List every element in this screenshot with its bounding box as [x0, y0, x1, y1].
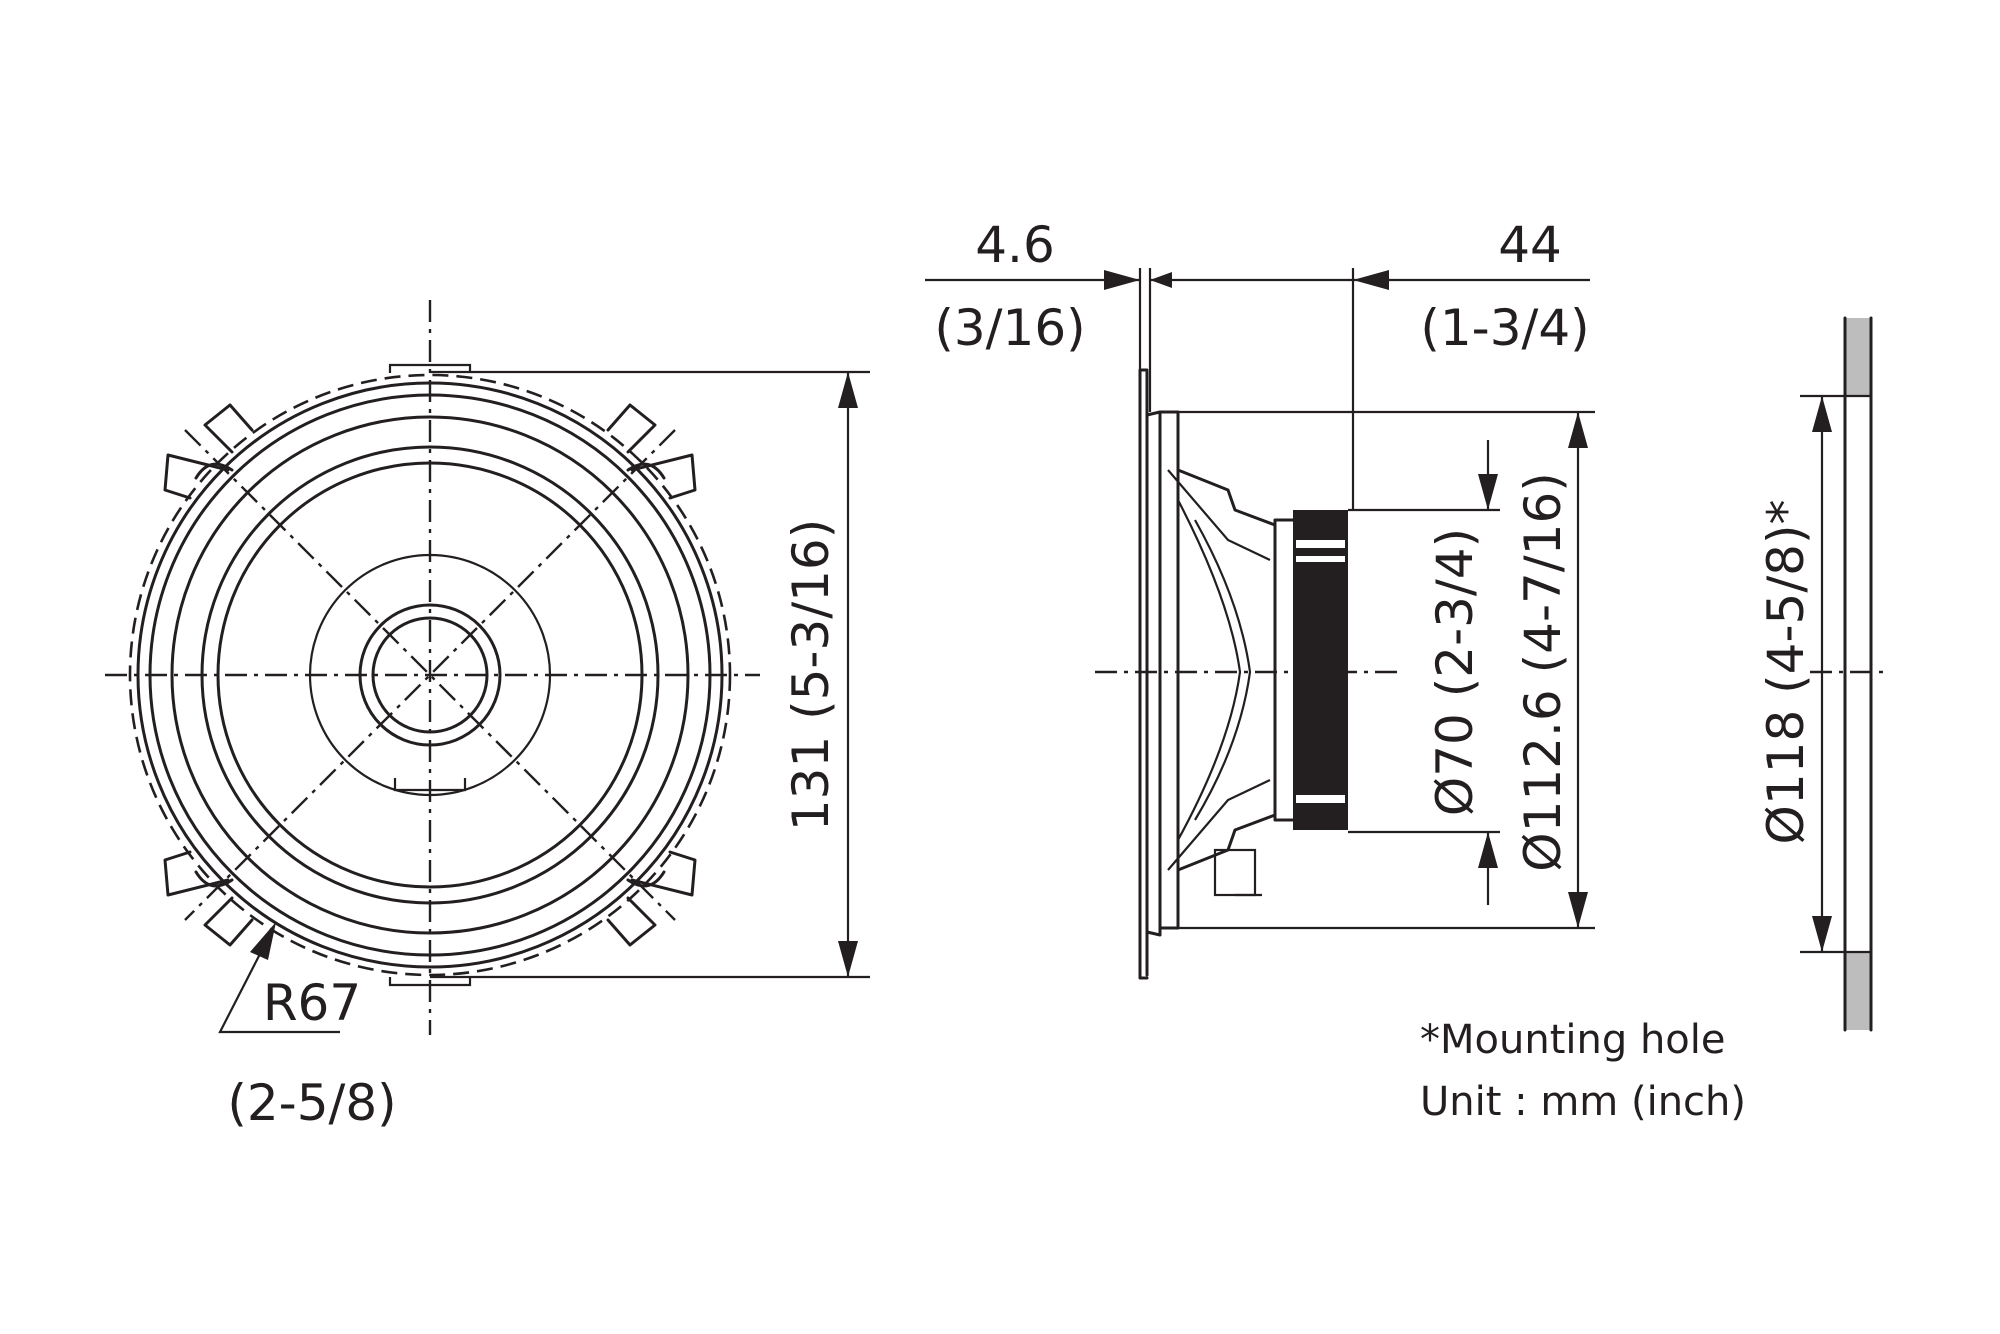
depth-arrow-right [1353, 270, 1389, 290]
frame-arrow-top [1568, 412, 1588, 448]
radius-dimension-inch-label: (2-5/8) [227, 1074, 396, 1132]
cone-profile [1177, 499, 1242, 841]
depth-dimension-label: 44 [1498, 216, 1562, 274]
magnet-highlight-1 [1296, 540, 1345, 548]
mounting-radius-circle [128, 373, 732, 977]
radius-dimension-label: R67 [263, 974, 361, 1032]
basket-spoke-lower [1167, 779, 1271, 871]
tweeter-bridge [393, 778, 467, 792]
frame-dimension-label: Ø112.6 (4-7/16) [1514, 472, 1572, 872]
basket-outer-ring [136, 381, 724, 969]
unit-note: Unit : mm (inch) [1420, 1079, 1746, 1125]
terminal [1213, 848, 1257, 897]
radius-leader [218, 949, 340, 1034]
surround-outer [200, 445, 660, 905]
basket-ring-2 [148, 393, 712, 957]
height-dimension-label: 131 (5-3/16) [782, 519, 840, 831]
magnet-arrow-top [1478, 474, 1498, 510]
magnet-highlight-2 [1296, 556, 1345, 562]
front-diagonal-2 [184, 429, 676, 921]
flange-arrow [1104, 270, 1140, 290]
panel-lower [1845, 952, 1871, 1030]
magnet-plate [1273, 518, 1297, 822]
depth-arrow-left [1150, 272, 1172, 288]
magnet-highlight-3 [1296, 795, 1345, 803]
mounting-view: Ø118 (4-5/8)* [1757, 316, 1890, 1032]
mounting-tab-top-right [606, 403, 697, 500]
hole-arrow-bottom [1812, 916, 1832, 952]
mounting-tab-bottom-left [163, 850, 254, 947]
tweeter-dome [371, 616, 489, 734]
side-view: 4.6 (3/16) 44 (1-3/4) Ø70 (2-3/4) Ø112.6… [925, 216, 1595, 980]
mounting-tab-top-left [163, 403, 254, 500]
magnet-dimension-label: Ø70 (2-3/4) [1426, 528, 1484, 816]
magnet-arrow-bottom [1478, 832, 1498, 868]
hole-dimension-label: Ø118 (4-5/8)* [1757, 499, 1815, 844]
mounting-tab-bottom-right [606, 850, 697, 947]
mounting-hole-note: *Mounting hole [1420, 1017, 1726, 1063]
depth-dimension-inch-label: (1-3/4) [1420, 299, 1589, 357]
flange [1138, 368, 1149, 980]
radius-arrow [250, 922, 276, 960]
front-diagonal-1 [184, 429, 676, 921]
top-notch [388, 363, 472, 373]
front-view: 131 (5-3/16) R67 (2-5/8) [105, 300, 870, 1132]
cone-profile-inner [1194, 519, 1252, 821]
hole-arrow-top [1812, 396, 1832, 432]
frame-outline [1158, 410, 1180, 930]
basket-spoke-upper [1167, 469, 1271, 561]
magnet [1293, 510, 1348, 830]
bottom-notch [388, 977, 472, 987]
panel-upper [1845, 318, 1871, 396]
frame-arrow-bottom [1568, 892, 1588, 928]
height-arrow-top [838, 372, 858, 408]
height-arrow-bottom [838, 941, 858, 977]
flange-lip [1145, 410, 1162, 937]
cone-ring [308, 553, 552, 797]
flange-dimension-inch-label: (3/16) [934, 299, 1085, 357]
flange-dimension-label: 4.6 [975, 216, 1055, 274]
tweeter-ring [358, 603, 502, 747]
frame-ring [170, 415, 690, 935]
surround-inner [216, 461, 644, 889]
